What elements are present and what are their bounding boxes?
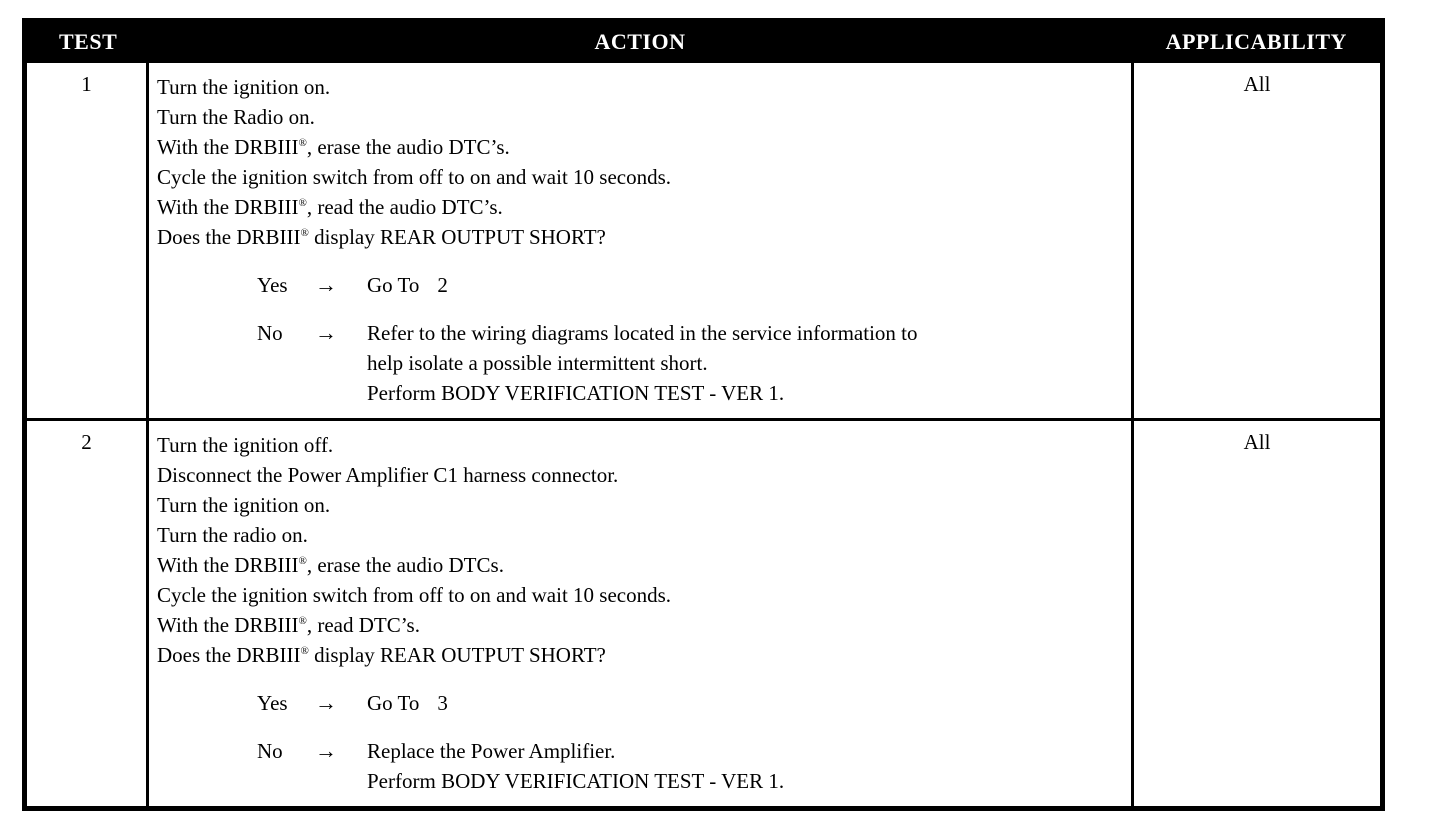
test-number-cell: 1: [24, 63, 149, 420]
step-line: Turn the ignition off.: [157, 433, 334, 457]
arrow-right-icon: →: [315, 320, 337, 345]
column-header-test: TEST: [24, 20, 148, 63]
goto-target-number: 3: [437, 691, 448, 715]
branch-body: Go To 3: [367, 688, 1127, 718]
branch-label: Yes: [257, 273, 288, 297]
step-list: Turn the ignition off. Disconnect the Pow…: [157, 430, 1127, 670]
branch-body: Go To 2: [367, 270, 1127, 300]
step-line: Does the DRBIII® display REAR OUTPUT SHO…: [157, 225, 606, 249]
step-line: Disconnect the Power Amplifier C1 harnes…: [157, 463, 619, 487]
branch-line: Refer to the wiring diagrams located in …: [367, 321, 918, 345]
branch-no: No → Refer to the wiring diagrams located …: [157, 318, 1127, 408]
step-line: With the DRBIII®, read DTC’s.: [157, 613, 420, 637]
branch-line: help isolate a possible intermittent sho…: [367, 351, 708, 375]
action-cell: Turn the ignition off. Disconnect the Pow…: [147, 418, 1134, 809]
goto-label: Go To: [367, 691, 420, 715]
arrow-right-icon: →: [315, 690, 337, 715]
step-line: With the DRBIII®, erase the audio DTCs.: [157, 553, 504, 577]
goto-label: Go To: [367, 273, 420, 297]
branch-label: No: [257, 739, 283, 763]
arrow-right-icon: →: [315, 272, 337, 297]
arrow-right-icon: →: [315, 738, 337, 763]
step-line: Turn the ignition on.: [157, 493, 331, 517]
goto-line: Go To 3: [367, 688, 1127, 718]
applicability-cell: All: [1132, 63, 1383, 420]
step-line: Turn the Radio on.: [157, 105, 315, 129]
step-line: With the DRBIII®, read the audio DTC’s.: [157, 195, 503, 219]
branch-line: Replace the Power Amplifier.: [367, 739, 616, 763]
applicability-cell: All: [1132, 418, 1383, 809]
branch-yes: Yes → Go To 2: [157, 270, 1127, 300]
registered-mark-icon: ®: [300, 645, 309, 657]
registered-mark-icon: ®: [298, 555, 307, 567]
step-line: Cycle the ignition switch from off to on…: [157, 165, 672, 189]
branch-body: Refer to the wiring diagrams located in …: [367, 318, 1127, 408]
test-number-cell: 2: [24, 418, 149, 809]
table-header: TEST ACTION APPLICABILITY: [24, 20, 1383, 63]
table-row: 1 Turn the ignition on. Turn the Radio on.…: [24, 63, 1383, 420]
branch-no: No → Replace the Power Amplifier. Perform B…: [157, 736, 1127, 796]
column-header-action: ACTION: [147, 20, 1133, 63]
step-line: Does the DRBIII® display REAR OUTPUT SHO…: [157, 643, 606, 667]
table-row: 2 Turn the ignition off. Disconnect the Po…: [24, 418, 1383, 809]
registered-mark-icon: ®: [298, 137, 307, 149]
goto-target-number: 2: [437, 273, 448, 297]
branch-yes: Yes → Go To 3: [157, 688, 1127, 718]
registered-mark-icon: ®: [298, 615, 307, 627]
branch-line: Perform BODY VERIFICATION TEST - VER 1.: [367, 381, 785, 405]
branch-label: Yes: [257, 691, 288, 715]
action-cell: Turn the ignition on. Turn the Radio on. W…: [147, 63, 1134, 420]
branch-line: Perform BODY VERIFICATION TEST - VER 1.: [367, 769, 785, 793]
column-header-applicability: APPLICABILITY: [1132, 20, 1383, 63]
table-header-row: TEST ACTION APPLICABILITY: [24, 20, 1383, 63]
step-line: With the DRBIII®, erase the audio DTC’s.: [157, 135, 510, 159]
registered-mark-icon: ®: [298, 197, 307, 209]
branch-body: Replace the Power Amplifier. Perform BODY…: [367, 736, 1127, 796]
step-line: Turn the ignition on.: [157, 75, 331, 99]
step-line: Cycle the ignition switch from off to on…: [157, 583, 672, 607]
registered-mark-icon: ®: [300, 227, 309, 239]
goto-line: Go To 2: [367, 270, 1127, 300]
step-line: Turn the radio on.: [157, 523, 308, 547]
step-list: Turn the ignition on. Turn the Radio on. W…: [157, 72, 1127, 252]
branch-label: No: [257, 321, 283, 345]
